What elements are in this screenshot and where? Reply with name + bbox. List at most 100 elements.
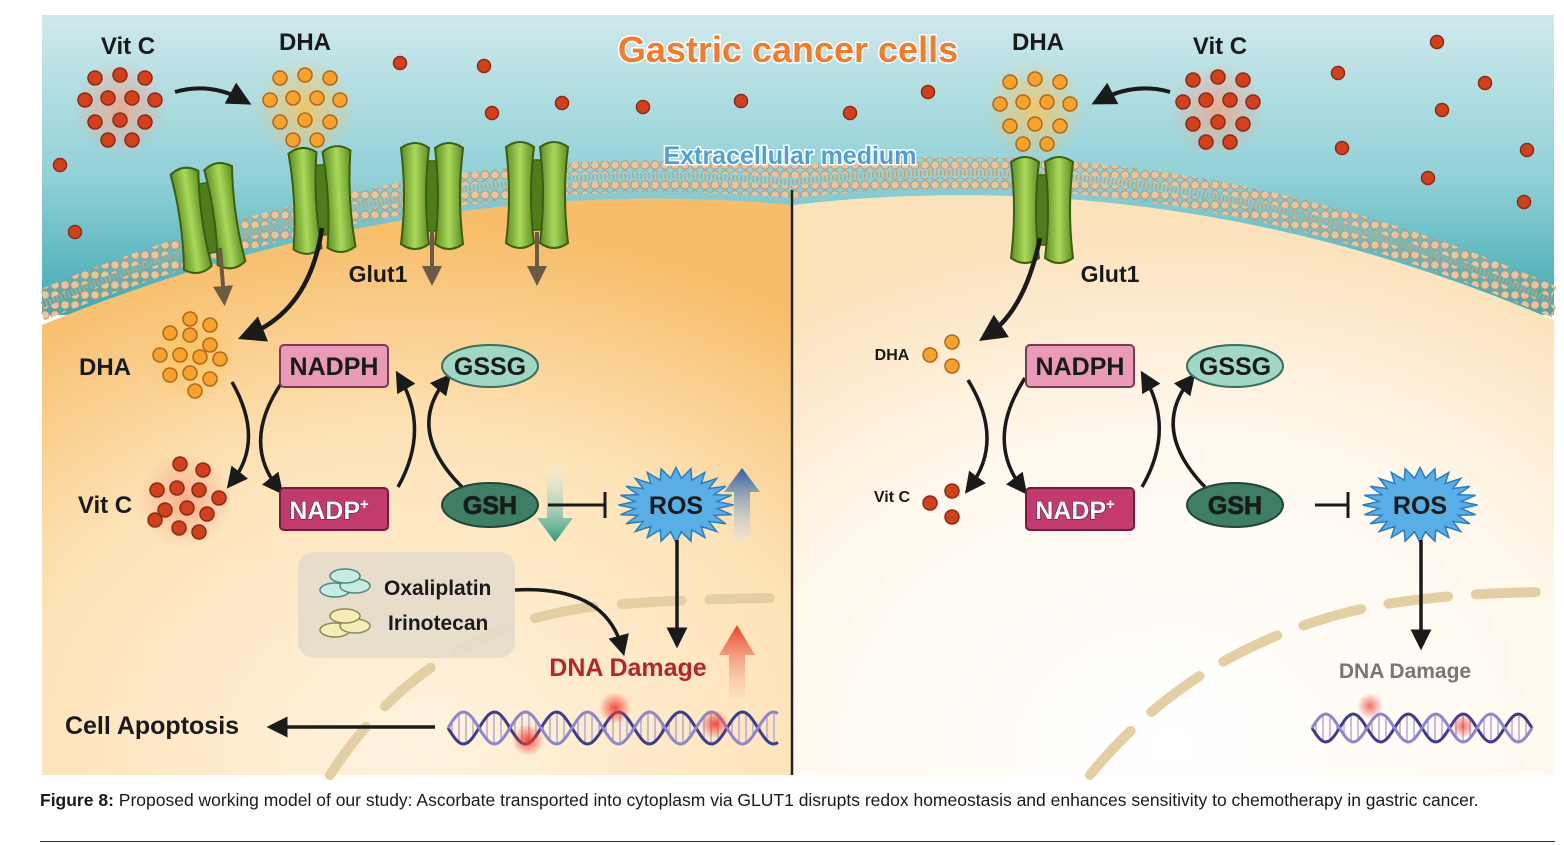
dha-dot [309, 132, 325, 148]
vitc-dot [179, 500, 195, 516]
vitc-dot [211, 490, 227, 506]
vitc-dot [100, 90, 116, 106]
diagram-title: Gastric cancer cells [618, 29, 958, 70]
vitc-dot [67, 224, 83, 240]
dha-dot [1027, 116, 1043, 132]
dha-dot [187, 383, 203, 399]
svg-text:GSH: GSH [463, 492, 517, 520]
pill-icon-oxaliplatin [319, 568, 371, 598]
svg-text:GSSG: GSSG [454, 353, 526, 381]
vitc-dot [169, 480, 185, 496]
vitc-dot [1477, 75, 1493, 91]
vitc-dot [124, 132, 140, 148]
label-dna-damage-left: DNA Damage [549, 654, 707, 682]
arrow-dha-uptake-left [237, 227, 325, 342]
dha-dot [944, 334, 960, 350]
nadph-box-left: NADPH [279, 344, 389, 388]
vitc-dot [1235, 116, 1251, 132]
vitc-dot [944, 509, 960, 525]
vitc-dot [920, 84, 936, 100]
dha-dot [922, 347, 938, 363]
vitc-dot [1175, 94, 1191, 110]
dha-cluster-intracellular-left [152, 311, 228, 399]
dha-dot [182, 327, 198, 343]
vitc-cluster-top-left [77, 67, 163, 148]
vitc-dot [1429, 34, 1445, 50]
vitc-cluster-top-right [1175, 69, 1261, 150]
dha-dot [285, 132, 301, 148]
dha-dot [272, 70, 288, 86]
nucleus-envelope-right [1085, 587, 1559, 780]
extracellular-vitc-dots [52, 34, 1535, 240]
dna-strand [1310, 712, 1534, 744]
vitc-dot [100, 132, 116, 148]
vitc-dot [1434, 102, 1450, 118]
vitc-dot [1519, 142, 1535, 158]
label-oxaliplatin: Oxaliplatin [384, 577, 491, 600]
vitc-dot [147, 512, 163, 528]
ros-increase-arrow [724, 468, 760, 540]
dha-dot [332, 92, 348, 108]
dha-dot [1062, 96, 1078, 112]
glut1-transporter-icon [169, 161, 247, 275]
label-vitc-top-right: Vit C [1193, 33, 1247, 60]
glut1-transporter-icon [504, 141, 570, 249]
vitc-dot [554, 95, 570, 111]
dha-dot [202, 317, 218, 333]
label-dha-top-left: DHA [279, 29, 331, 56]
vitc-dot [1198, 134, 1214, 150]
dha-dot [1039, 94, 1055, 110]
vitc-dot [199, 506, 215, 522]
label-vitc-top-left: Vit C [101, 33, 155, 60]
glut1-transporters [169, 141, 1075, 275]
working-model-diagram: Gastric cancer cells Extracellular mediu… [39, 15, 1559, 780]
arrow-dha-uptake-right [979, 237, 1043, 342]
arrow-drugs-to-dna [514, 587, 629, 657]
nadp-box-left: NADP+ [279, 487, 389, 531]
vitc-dot [147, 92, 163, 108]
nadp-box-right: NADP+ [1025, 487, 1135, 531]
vitc-cluster-intracellular-right [922, 483, 960, 525]
vitc-dot [1516, 194, 1532, 210]
pill-icon-irinotecan [319, 608, 371, 638]
vitc-dot [944, 483, 960, 499]
gssg-ellipse-right: GSSG [1186, 344, 1284, 388]
cell-membrane-outer [39, 156, 1557, 301]
dha-dot [944, 358, 960, 374]
nadph-box-right: NADPH [1025, 344, 1135, 388]
vitc-dot [1185, 72, 1201, 88]
label-dha-intracellular-left: DHA [79, 354, 131, 381]
caption-rule [40, 841, 1555, 842]
dha-dot [297, 112, 313, 128]
nucleus-envelope-left [325, 593, 797, 780]
vitc-dot [77, 92, 93, 108]
dha-dot [272, 114, 288, 130]
vitc-dot [149, 482, 165, 498]
vitc-dot [1245, 94, 1261, 110]
dha-dot [162, 367, 178, 383]
dha-dot [322, 114, 338, 130]
caption-label: Figure 8: [40, 790, 114, 810]
glut1-transporter-icon [1009, 156, 1075, 264]
vitc-dot [87, 114, 103, 130]
vitc-dot [1222, 134, 1238, 150]
vitc-dot [842, 105, 858, 121]
dha-cluster-top-left [262, 67, 348, 148]
vitc-dot [87, 70, 103, 86]
vitc-dot [1235, 72, 1251, 88]
svg-text:NADPH: NADPH [290, 353, 379, 381]
glut1-transporter-icon [399, 142, 465, 250]
label-vitc-intracellular-left: Vit C [78, 492, 132, 519]
label-vitc-intracellular-right: Vit C [874, 489, 911, 506]
vitc-dot [112, 67, 128, 83]
vitc-dot [124, 90, 140, 106]
vitc-dot [137, 114, 153, 130]
vitc-dot [191, 524, 207, 540]
vitc-dot [137, 70, 153, 86]
label-dha-top-right: DHA [1012, 29, 1064, 56]
vitc-dot [733, 93, 749, 109]
svg-text:NADP+: NADP+ [1035, 496, 1115, 525]
dha-dot [309, 90, 325, 106]
dha-dot [202, 337, 218, 353]
vitc-dot [171, 520, 187, 536]
